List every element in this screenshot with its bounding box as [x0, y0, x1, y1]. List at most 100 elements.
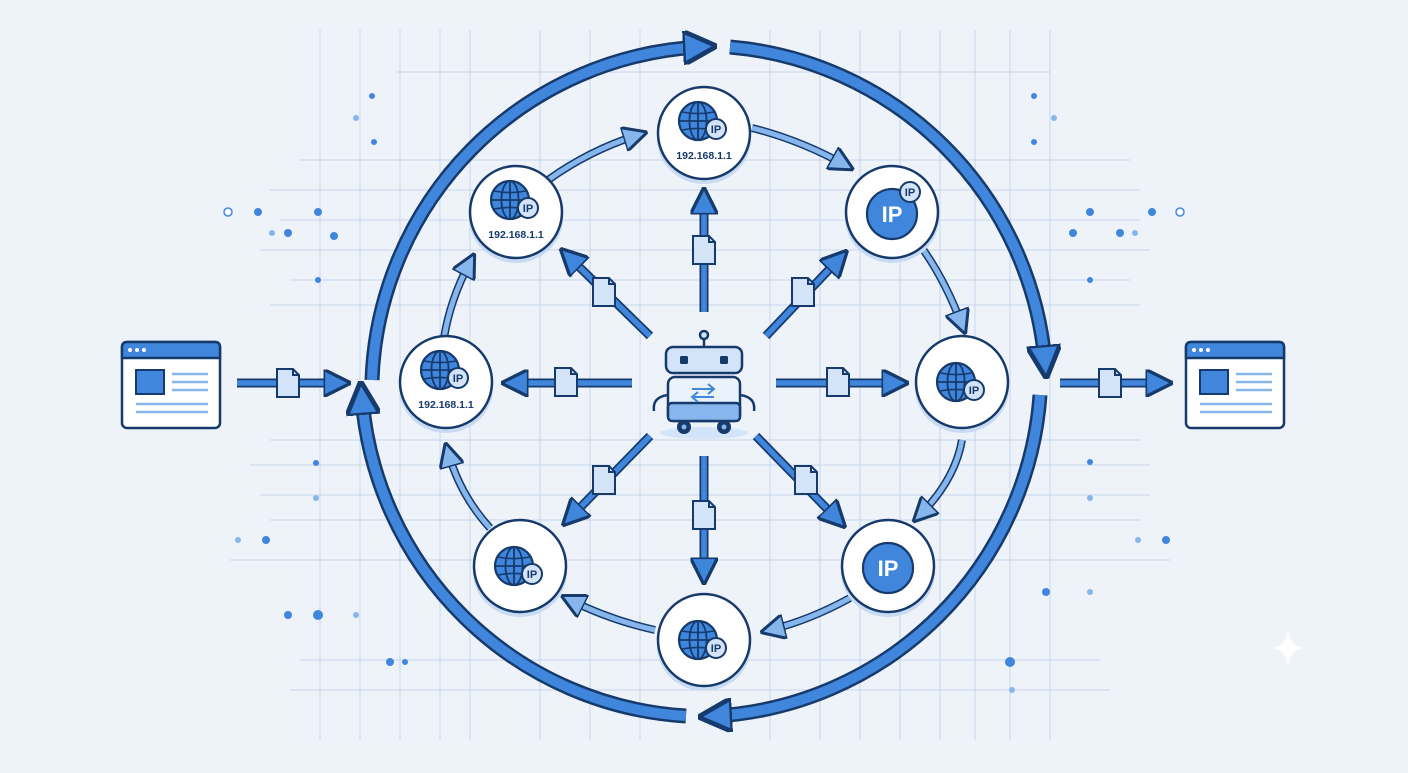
decor-dot	[353, 115, 359, 121]
source-browser-window	[120, 340, 222, 430]
inner-arrow	[448, 452, 492, 530]
ip-label: IP	[878, 556, 899, 581]
ip-address-label: 192.168.1.1	[488, 229, 544, 241]
proxy-nodes: IP192.168.1.1IPIPIPIPIPIPIP192.168.1.1IP…	[398, 85, 1010, 691]
document-icon	[826, 367, 850, 397]
decor-dot	[1031, 93, 1037, 99]
document-icon	[1098, 368, 1122, 398]
ip-label: IP	[882, 202, 903, 227]
ip-badge-label: IP	[711, 643, 721, 655]
ip-badge-label: IP	[523, 203, 533, 215]
inner-arrow	[920, 439, 965, 515]
globe-icon: IP	[935, 361, 985, 403]
document-icon	[692, 500, 716, 530]
proxy-node: IP 192.168.1.1	[468, 164, 564, 263]
globe-icon: IP	[677, 100, 727, 142]
ip-address-label: 192.168.1.1	[676, 150, 732, 162]
decor-dot	[1162, 536, 1170, 544]
inner-arrow	[441, 262, 470, 339]
document-icon	[276, 368, 300, 398]
inner-arrow	[770, 595, 852, 630]
decor-dot	[353, 612, 359, 618]
inner-arrow-outline	[917, 439, 966, 518]
decor-dot	[313, 610, 323, 620]
document-icon	[794, 465, 818, 495]
proxy-node: IP 192.168.1.1	[398, 334, 494, 433]
ip-badge-label: IP	[453, 373, 463, 385]
proxy-node: IP 192.168.1.1	[656, 85, 752, 184]
globe-icon: IP	[419, 349, 469, 391]
inner-arrow	[546, 135, 638, 183]
target-browser-window	[1184, 340, 1286, 430]
decor-dot	[1087, 589, 1093, 595]
ip-badge-label: IP	[969, 385, 979, 397]
inner-arrow	[751, 125, 845, 165]
ip-icon: IP	[861, 541, 915, 595]
decor-dot	[1135, 537, 1141, 543]
decor-dot	[315, 277, 321, 283]
ip-badge-label: IP	[527, 569, 537, 581]
decor-dot	[262, 536, 270, 544]
decor-dot	[1069, 229, 1077, 237]
decor-dot	[314, 208, 322, 216]
endpoints	[120, 340, 1286, 430]
ip-badge-label: IP	[905, 187, 915, 199]
proxy-node: IP	[472, 518, 568, 617]
decor-dot	[1086, 208, 1094, 216]
globe-icon: IP	[677, 619, 727, 661]
decor-dot	[1031, 139, 1037, 145]
decor-dot	[402, 659, 408, 665]
robot-icon	[652, 329, 756, 439]
decor-dot	[313, 460, 319, 466]
decor-dot	[330, 232, 338, 240]
outer-rotation-ring	[362, 47, 1045, 716]
decor-dot	[1087, 495, 1093, 501]
inner-arrow	[919, 246, 962, 325]
inner-rotation-arrows	[441, 124, 966, 633]
proxy-node: IP	[840, 518, 936, 617]
globe-icon: IP	[493, 545, 543, 587]
decor-dot	[1042, 588, 1050, 596]
inner-arrow-outline	[444, 450, 493, 531]
decor-dot	[1087, 277, 1093, 283]
decor-dot	[284, 229, 292, 237]
decor-dot	[313, 495, 319, 501]
sparkle-icon	[1272, 628, 1304, 668]
ip-badge-label: IP	[711, 124, 721, 136]
data-packets	[276, 235, 1122, 530]
decor-dot	[235, 537, 241, 543]
decor-dot	[269, 230, 275, 236]
document-icon	[592, 465, 616, 495]
decor-dot	[1132, 230, 1138, 236]
decor-dot	[1005, 657, 1015, 667]
proxy-node: IP	[656, 592, 752, 691]
globe-icon: IP	[489, 179, 539, 221]
decor-dot	[1009, 687, 1015, 693]
outer-ring-arrow-bottom-fill	[715, 394, 1045, 716]
document-icon	[592, 277, 616, 307]
inner-arrow	[570, 600, 656, 633]
decor-dot	[386, 658, 394, 666]
decorative-dots	[223, 93, 1185, 693]
document-icon	[554, 367, 578, 397]
decor-dot	[284, 611, 292, 619]
decor-dot	[1116, 229, 1124, 237]
proxy-node: IP	[914, 334, 1010, 433]
decor-dot	[223, 207, 233, 217]
document-icon	[791, 277, 815, 307]
outer-ring-arrow-top-fill	[367, 47, 700, 381]
outer-ring-arrow-right-fill	[729, 42, 1045, 362]
decor-dot	[1087, 459, 1093, 465]
decor-dot	[1051, 115, 1057, 121]
decor-dot	[1175, 207, 1185, 217]
decor-dot	[1148, 208, 1156, 216]
document-icon	[692, 235, 716, 265]
decor-dot	[371, 139, 377, 145]
outer-ring-arrow-left-fill	[362, 398, 687, 721]
decor-dot	[254, 208, 262, 216]
ip-address-label: 192.168.1.1	[418, 399, 474, 411]
